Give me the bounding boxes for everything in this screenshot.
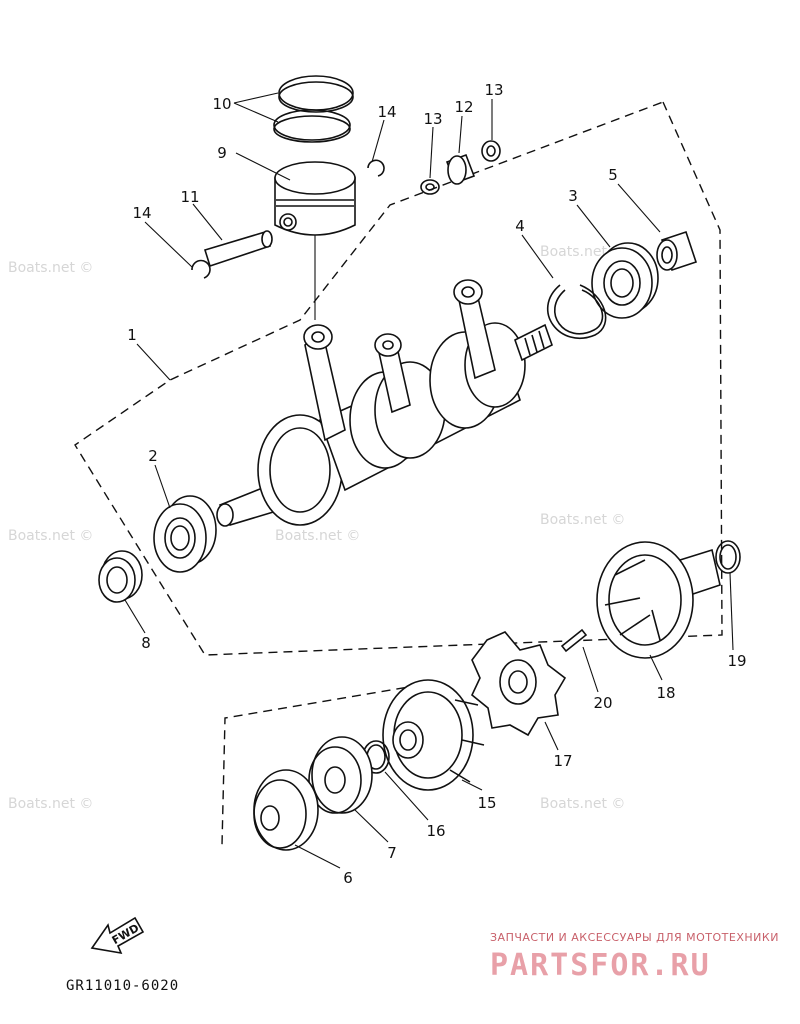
watermark: Boats.net © bbox=[8, 260, 93, 276]
callout-7: 7 bbox=[387, 844, 397, 862]
piston-ring bbox=[278, 75, 354, 111]
fwd-arrow-icon bbox=[90, 916, 145, 955]
seal-plate bbox=[253, 769, 319, 851]
washer-plate bbox=[308, 736, 373, 814]
watermark: Boats.net © bbox=[8, 528, 93, 544]
callout-17: 17 bbox=[553, 752, 572, 770]
piston-pin-end bbox=[261, 230, 273, 248]
piston-rings bbox=[273, 75, 354, 143]
piston bbox=[274, 161, 356, 236]
snap-ring bbox=[553, 289, 604, 335]
piston-pin-hole bbox=[283, 217, 293, 227]
main-bearing-left bbox=[153, 495, 217, 573]
circlip bbox=[367, 159, 385, 177]
callout-18: 18 bbox=[656, 684, 675, 702]
impeller bbox=[382, 679, 485, 791]
connecting-rod-small-end bbox=[374, 333, 402, 357]
callout-4: 4 bbox=[515, 217, 525, 235]
callout-9: 9 bbox=[217, 144, 227, 162]
callout-14: 14 bbox=[132, 204, 151, 222]
oil-seal-collar bbox=[656, 230, 698, 272]
oil-seal bbox=[98, 550, 143, 603]
watermark: Boats.net © bbox=[540, 512, 625, 528]
callout-labels: 10 9 11 14 14 13 12 13 4 3 5 1 2 8 19 20… bbox=[127, 81, 746, 887]
main-bearing-right bbox=[591, 242, 659, 319]
watermark-group: Boats.net © Boats.net © Boats.net © Boat… bbox=[8, 244, 625, 812]
callout-8: 8 bbox=[141, 634, 151, 652]
callout-3: 3 bbox=[568, 187, 578, 205]
thrust-washer bbox=[420, 179, 440, 195]
rotor bbox=[471, 631, 567, 737]
snap-ring bbox=[547, 284, 607, 340]
piston-crown bbox=[274, 161, 356, 195]
callout-6: 6 bbox=[343, 869, 353, 887]
drawing-code: GR11010-6020 bbox=[66, 978, 179, 994]
callout-5: 5 bbox=[608, 166, 618, 184]
connecting-rod-small-end bbox=[453, 279, 483, 305]
callout-19: 19 bbox=[727, 652, 746, 670]
callout-13: 13 bbox=[423, 110, 442, 128]
brand-logo: PARTSFOR.RU bbox=[490, 948, 711, 983]
callout-10: 10 bbox=[212, 95, 231, 113]
callout-2: 2 bbox=[148, 447, 158, 465]
watermark: Boats.net © bbox=[540, 796, 625, 812]
callout-15: 15 bbox=[477, 794, 496, 812]
circlip bbox=[191, 259, 211, 279]
piston-pin bbox=[203, 230, 273, 268]
thrust-washer-hole bbox=[425, 183, 435, 191]
o-ring-inner bbox=[719, 544, 737, 570]
pin bbox=[560, 628, 588, 653]
piston-ring bbox=[273, 115, 351, 143]
o-ring bbox=[715, 540, 741, 574]
callout-16: 16 bbox=[426, 822, 445, 840]
piston-ring bbox=[273, 109, 351, 141]
crankshaft-end bbox=[216, 503, 234, 527]
callout-20: 20 bbox=[593, 694, 612, 712]
piston-ring bbox=[278, 81, 354, 113]
fwd-arrow: FWD bbox=[90, 916, 145, 955]
pump-group-boundary bbox=[221, 684, 421, 846]
leader-lines bbox=[124, 92, 734, 869]
small-end-bearing bbox=[445, 153, 476, 185]
callout-1: 1 bbox=[127, 326, 137, 344]
callout-11: 11 bbox=[180, 188, 199, 206]
callout-13: 13 bbox=[484, 81, 503, 99]
watermark: Boats.net © bbox=[8, 796, 93, 812]
callout-12: 12 bbox=[454, 98, 473, 116]
callout-14: 14 bbox=[377, 103, 396, 121]
thrust-washer bbox=[481, 140, 501, 162]
watermark: Boats.net © bbox=[275, 528, 360, 544]
crankshaft bbox=[216, 279, 553, 527]
connecting-rod-small-end bbox=[303, 324, 333, 350]
brand-tagline: ЗАПЧАСТИ И АКСЕССУАРЫ ДЛЯ МОТОТЕХНИКИ bbox=[490, 931, 779, 944]
crankshaft-assembly-boundary bbox=[74, 101, 723, 656]
piston-pin-body bbox=[203, 231, 272, 268]
piston-pin-boss bbox=[279, 213, 297, 231]
impeller-housing bbox=[596, 541, 721, 659]
thrust-washer-hole bbox=[486, 145, 496, 157]
